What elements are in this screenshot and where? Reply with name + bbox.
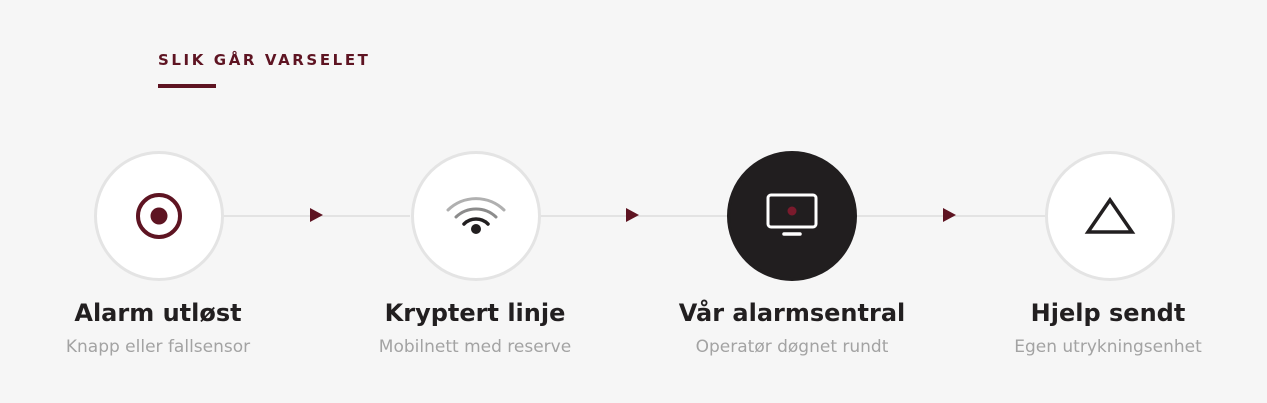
arrow-right-icon <box>626 208 639 222</box>
eyebrow-underline <box>158 84 216 88</box>
target-icon <box>134 191 184 241</box>
step-2-circle <box>411 151 541 281</box>
step-4-circle <box>1045 151 1175 281</box>
wifi-icon <box>444 196 508 236</box>
triangle-icon <box>1084 196 1136 236</box>
step-3-circle <box>727 151 857 281</box>
arrow-right-icon <box>310 208 323 222</box>
monitor-icon <box>765 193 819 239</box>
step-3-subtitle: Operatør døgnet rundt <box>695 337 889 357</box>
step-2-subtitle: Mobilnett med reserve <box>378 337 572 357</box>
step-1-title: Alarm utløst <box>74 299 242 327</box>
arrow-right-icon <box>943 208 956 222</box>
step-2-title: Kryptert linje <box>384 299 566 327</box>
section-eyebrow: SLIK GÅR VARSELET <box>158 51 371 69</box>
step-4-subtitle: Egen utrykningsenhet <box>1014 337 1202 357</box>
step-3-title: Vår alarmsentral <box>678 299 906 327</box>
step-4-title: Hjelp sendt <box>1030 299 1186 327</box>
step-1-circle <box>94 151 224 281</box>
step-1-subtitle: Knapp eller fallsensor <box>65 337 251 357</box>
